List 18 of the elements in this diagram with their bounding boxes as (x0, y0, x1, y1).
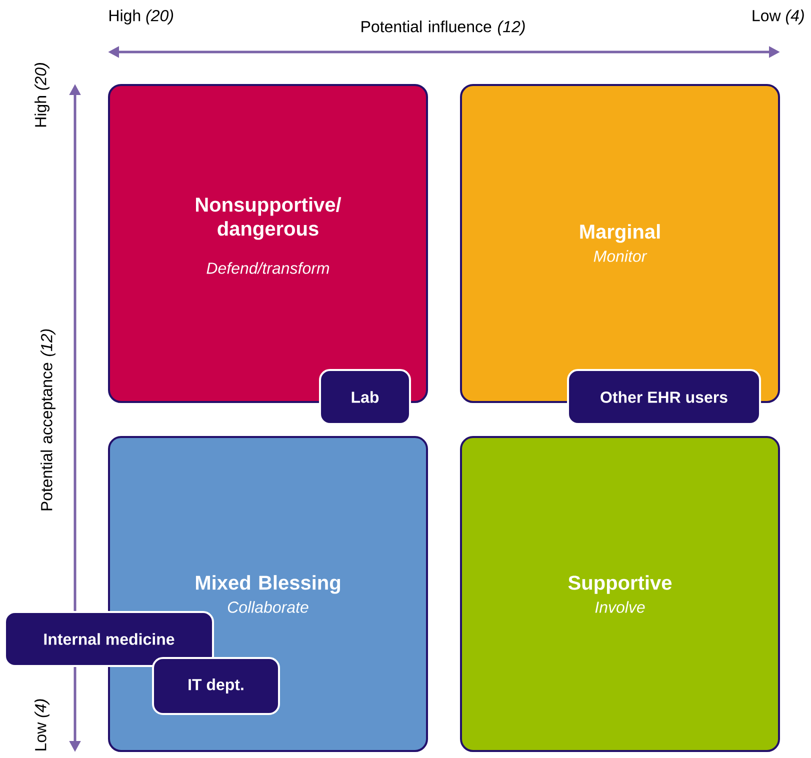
quadrant-subtitle: Defend/transform (206, 262, 330, 274)
axis-label: High (20) (110, 10, 174, 24)
quadrant-title: Mixed Blessing (196, 575, 340, 594)
axis-label: High (20) (34, 63, 50, 127)
quadrant-subtitle: Monitor (594, 250, 648, 262)
quadrant-subtitle: Involve (595, 601, 645, 613)
axis-label: Low (4) (34, 699, 50, 750)
quadrant-title: Supportive (568, 575, 672, 594)
stakeholder-box: Lab (319, 369, 411, 425)
quadrant-subtitle: Collaborate (228, 601, 308, 613)
stakeholder-box: Internal medicine (4, 611, 214, 667)
quadrant-title: Marginal (580, 224, 660, 243)
quadrant-title: Nonsupportive/ dangerous (196, 197, 342, 240)
stakeholder-box: Other EHR users (567, 369, 761, 425)
axis-label: Low (4) (752, 10, 804, 24)
stakeholder-box: IT dept. (152, 657, 280, 715)
axis-label: Potential influence (12) (362, 20, 525, 36)
axis-label: Potential acceptance (12) (40, 329, 56, 510)
